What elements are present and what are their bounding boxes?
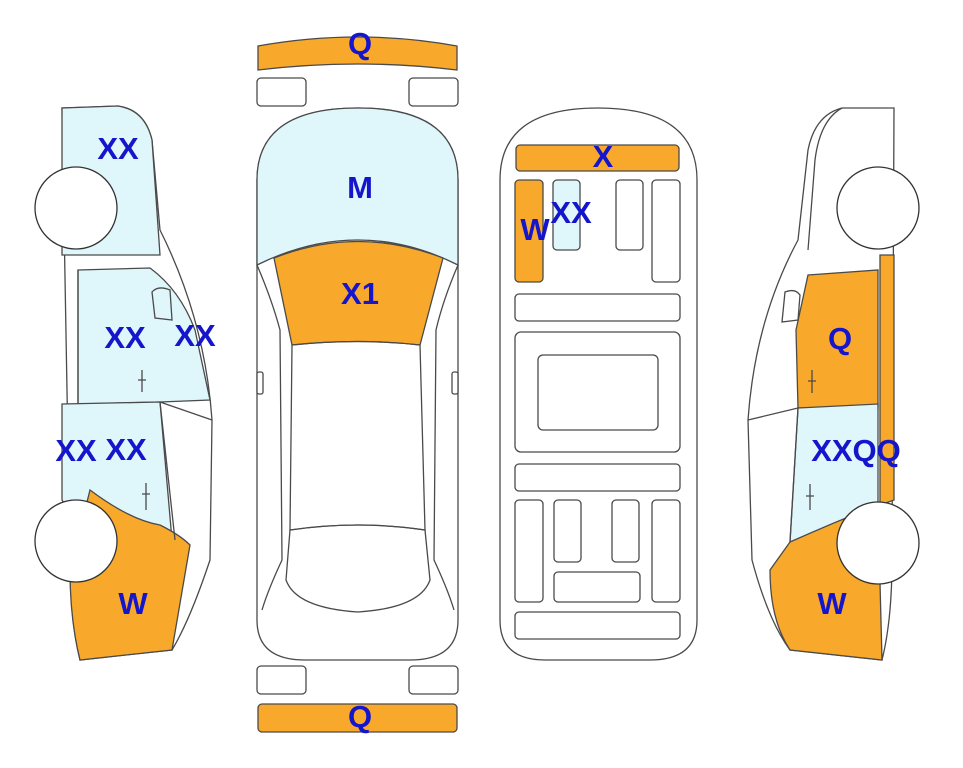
code-roof-glass: XX [550, 195, 592, 230]
top-view [256, 36, 459, 733]
code-left-upper: XX [97, 131, 139, 166]
interior-bar-1 [514, 293, 681, 322]
right-door-line [747, 407, 799, 543]
code-left-door-mirror: XX [174, 318, 216, 353]
rear-light-left [256, 665, 307, 695]
top-mirror-right [451, 371, 459, 395]
code-roof-front: X [593, 139, 614, 174]
interior-seat [537, 354, 659, 431]
code-right-fender: W [817, 586, 847, 621]
front-bumper-panel [257, 36, 458, 71]
rear-bumper-panel [257, 703, 458, 733]
left-side-view [34, 105, 213, 661]
windshield-panel [256, 107, 459, 267]
left-door-line [77, 270, 213, 541]
code-windshield: M [347, 170, 373, 205]
top-side-lines [256, 264, 459, 611]
interior-view [499, 107, 698, 661]
code-roof-left: W [520, 212, 550, 247]
left-wheel-rear [34, 166, 118, 250]
interior-glass-block [552, 179, 581, 251]
left-door-front-glass [77, 267, 211, 405]
interior-front-bar [515, 144, 680, 172]
interior-block-2 [651, 179, 681, 283]
code-rear-bumper: Q [348, 699, 372, 734]
code-left-door-rear-a: XX [55, 433, 97, 468]
interior-bottom-bar [514, 611, 681, 640]
right-quarter-strip [879, 254, 895, 506]
damage-codes: Q Q M X1 X W XX XX XX XX XX XX W Q XXQQ … [55, 26, 900, 734]
interior-left-pillar [514, 179, 544, 283]
left-handle-front [138, 370, 146, 392]
interior-rear-block-2 [553, 499, 582, 563]
top-mirror-left [256, 371, 264, 395]
left-wheel-front [34, 499, 118, 583]
right-side-view [747, 107, 920, 661]
right-handle-front [808, 370, 816, 393]
interior-rear-bar [553, 571, 641, 603]
interior-bar-2 [514, 463, 681, 492]
code-right-door-front: Q [828, 321, 852, 356]
rear-light-right [408, 665, 459, 695]
top-rear-window [285, 524, 431, 613]
right-rear-window [807, 107, 843, 251]
right-handle-rear [806, 484, 814, 510]
code-left-door-rear-b: XX [105, 432, 147, 467]
right-wheel-rear [836, 166, 920, 250]
interior-rear-block-3 [611, 499, 640, 563]
right-mirror [781, 289, 801, 323]
left-mirror [151, 287, 173, 321]
interior-rear-block-1 [514, 499, 544, 603]
right-wheel-front [836, 501, 920, 585]
left-handle-rear [142, 483, 150, 510]
front-light-right [408, 77, 459, 107]
code-front-bumper: Q [348, 26, 372, 61]
code-left-door-front: XX [104, 320, 146, 355]
front-light-left [256, 77, 307, 107]
code-hood: X1 [341, 276, 379, 311]
interior-rear-block-4 [651, 499, 681, 603]
code-left-fender: W [118, 586, 148, 621]
interior-block-1 [615, 179, 644, 251]
code-right-door-rear: XXQQ [811, 433, 901, 468]
